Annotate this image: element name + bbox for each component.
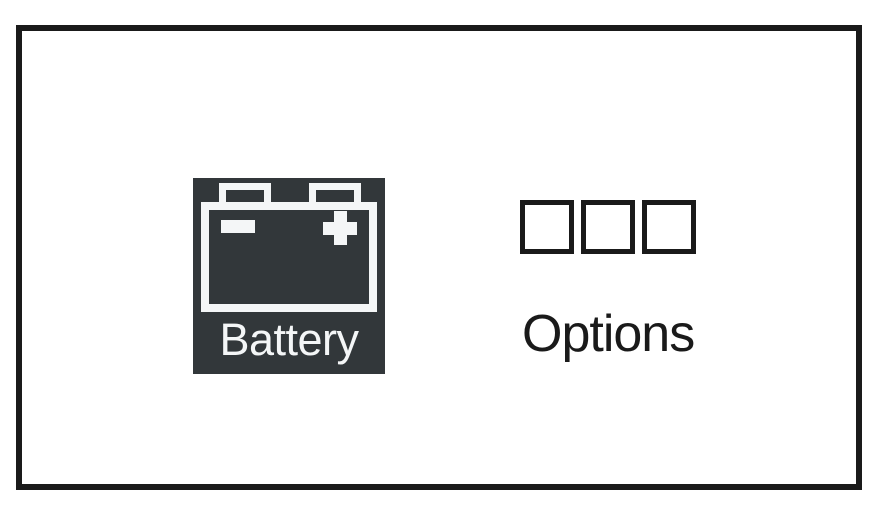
battery-label: Battery [219,314,359,365]
battery-body-icon [201,202,377,312]
positive-terminal-icon [323,211,357,245]
terminal-cap-left-icon [219,183,271,209]
terminal-cap-right-icon [309,183,361,209]
option-checkbox-1[interactable] [520,200,574,254]
negative-terminal-icon [221,220,255,233]
option-checkbox-2[interactable] [581,200,635,254]
options-label: Options [522,305,695,363]
framed-panel: Battery Options [16,25,862,490]
option-checkbox-3[interactable] [642,200,696,254]
checkbox-row [520,200,696,254]
battery-tile[interactable]: Battery [193,178,385,374]
